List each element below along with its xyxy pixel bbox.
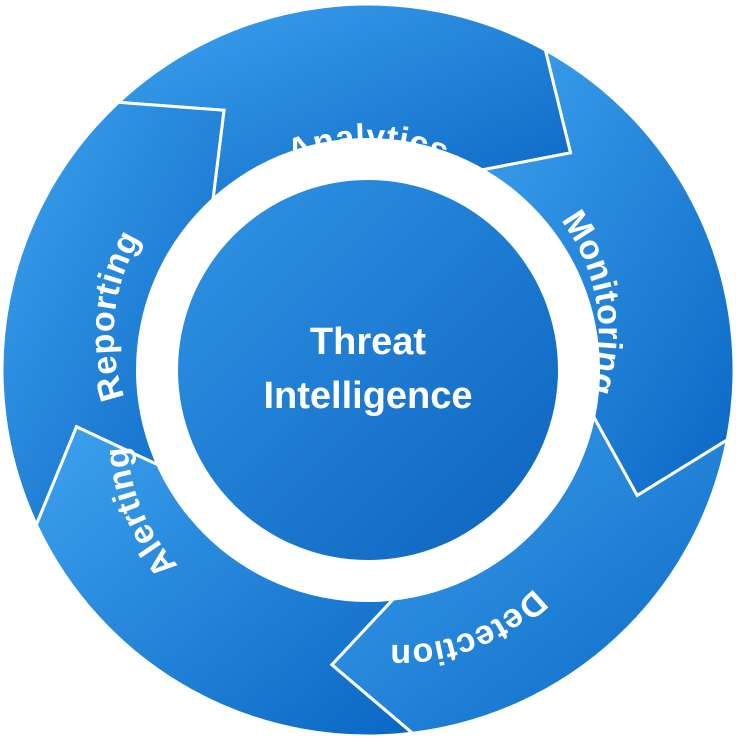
center-hub — [178, 180, 558, 560]
center-title-line-1: Threat — [310, 321, 426, 363]
center-title-line-2: Intelligence — [263, 375, 472, 417]
